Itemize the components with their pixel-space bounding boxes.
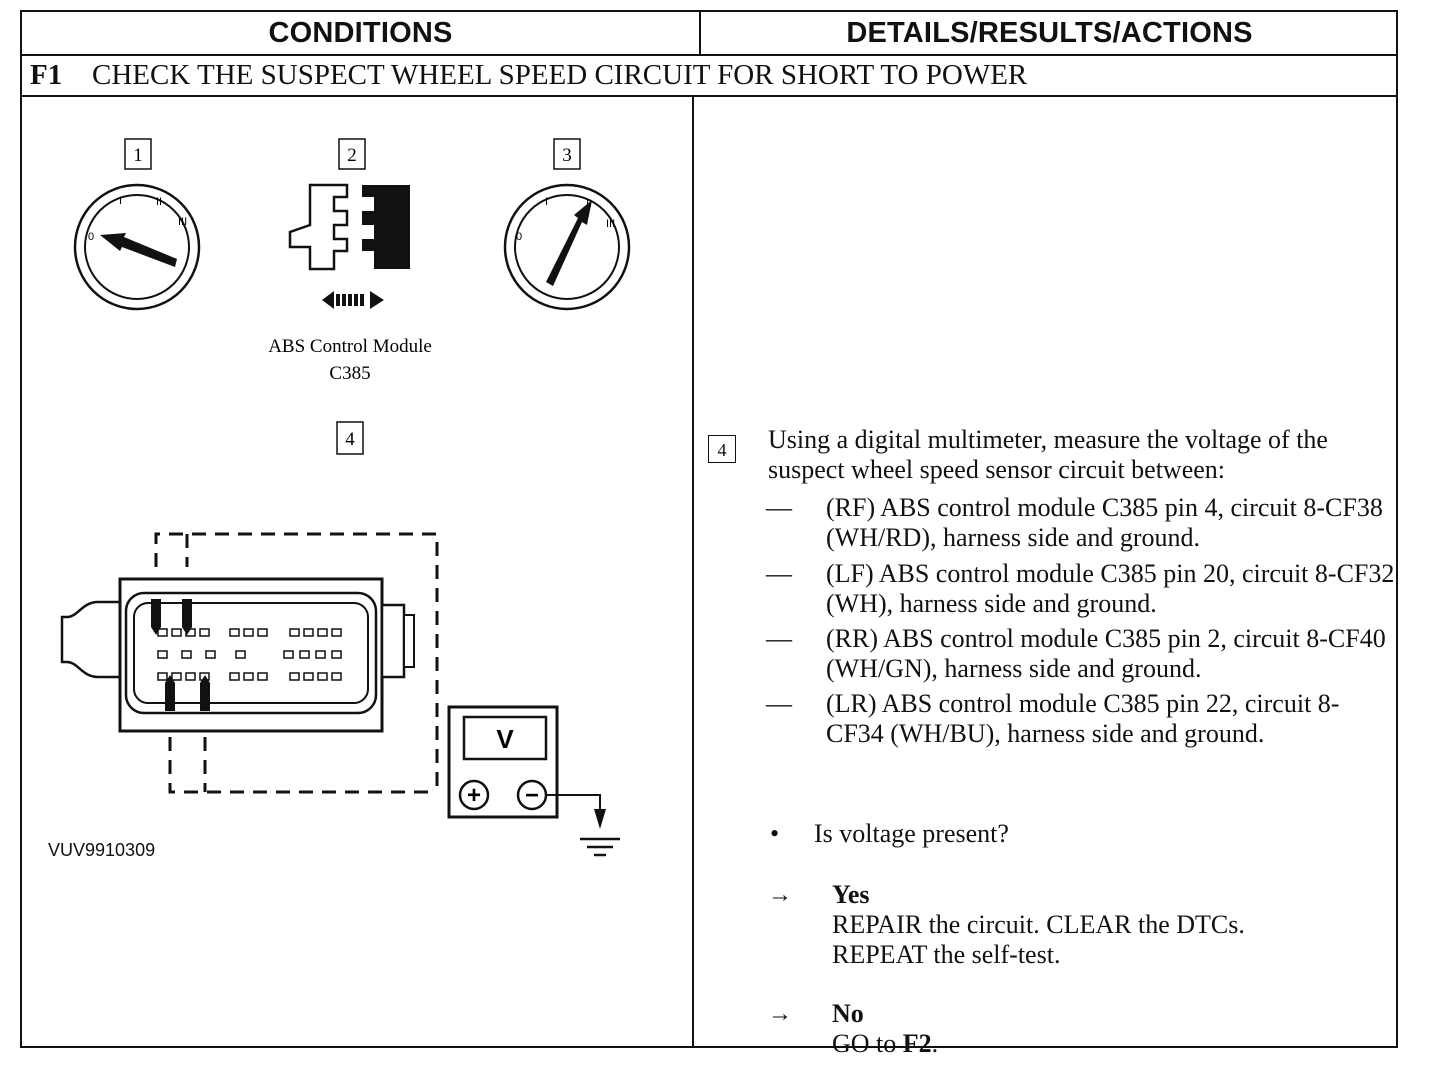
header-rule [22, 54, 1396, 56]
yes-label: Yes [832, 880, 870, 909]
conditions-header: CONDITIONS [268, 16, 453, 49]
connector-disconnect-icon [288, 183, 410, 309]
step-id: F1 [30, 59, 63, 91]
instruction-intro: Using a digital multimeter, measure the … [768, 425, 1328, 484]
step-box-1: 1 [124, 138, 152, 170]
svg-text:0: 0 [516, 231, 522, 243]
column-divider-top [699, 12, 701, 54]
svg-text:III: III [606, 218, 615, 230]
no-result: No GO to F2. [832, 999, 1392, 1059]
item-dash: — [766, 559, 792, 588]
dashed-wiring [154, 532, 439, 794]
item-dash: — [766, 624, 792, 653]
svg-text:I: I [119, 195, 122, 207]
svg-text:III: III [178, 216, 187, 228]
svg-text:0: 0 [88, 231, 94, 243]
yes-arrow: → [768, 882, 792, 908]
svg-text:I: I [545, 196, 548, 208]
diagnostic-table: CONDITIONS DETAILS/RESULTS/ACTIONS F1 CH… [20, 10, 1398, 1058]
module-caption-line1: ABS Control Module [268, 336, 432, 357]
svg-text:2: 2 [347, 145, 357, 166]
meter-label: V [496, 724, 514, 754]
svg-text:II: II [156, 196, 162, 208]
abs-connector-icon [60, 577, 415, 733]
column-divider [692, 97, 694, 1046]
step-title: CHECK THE SUSPECT WHEEL SPEED CIRCUIT FO… [92, 59, 1028, 91]
module-caption-line2: C385 [329, 363, 370, 384]
measure-item-lf: (LF) ABS control module C385 pin 20, cir… [826, 559, 1395, 618]
measure-item-rf: (RF) ABS control module C385 pin 4, circ… [826, 493, 1383, 552]
question-bullet: • [770, 819, 780, 848]
step-rule [22, 95, 1396, 97]
step-number-box: 4 [708, 435, 736, 463]
ignition-switch-on-icon: 0 I II III [503, 183, 631, 311]
meter-minus: − [525, 782, 539, 809]
step-box-4: 4 [336, 421, 364, 455]
measure-item-rr: (RR) ABS control module C385 pin 2, circ… [826, 624, 1386, 683]
svg-text:4: 4 [345, 429, 355, 450]
svg-text:3: 3 [562, 145, 572, 166]
no-action: GO to F2. [832, 1029, 939, 1058]
step-box-2: 2 [338, 138, 366, 170]
no-action-target-link[interactable]: F2 [902, 1029, 932, 1058]
question-text: Is voltage present? [814, 819, 1009, 848]
conditions-diagram: 1 2 3 4 0 I II III [22, 97, 692, 1047]
figure-id: VUV9910309 [48, 840, 156, 860]
meter-plus: + [467, 782, 481, 809]
ground-icon [580, 809, 620, 857]
no-arrow: → [768, 1001, 792, 1027]
item-dash: — [766, 493, 792, 522]
ignition-switch-off-icon: 0 I II III [73, 183, 201, 311]
step-row: F1 CHECK THE SUSPECT WHEEL SPEED CIRCUIT… [22, 56, 1396, 95]
yes-action-2: REPEAT the self-test. [832, 940, 1061, 969]
item-dash: — [766, 689, 792, 718]
yes-result: Yes REPAIR the circuit. CLEAR the DTCs. … [832, 880, 1392, 970]
yes-action-1: REPAIR the circuit. CLEAR the DTCs. [832, 910, 1245, 939]
details-column: 4 Using a digital multimeter, measure th… [702, 97, 1396, 1058]
no-label: No [832, 999, 864, 1028]
details-header: DETAILS/RESULTS/ACTIONS [846, 16, 1253, 49]
wiring-illustration: 1 2 3 4 0 I II III [60, 138, 631, 857]
multimeter-icon: V + − [447, 705, 559, 819]
step-box-3: 3 [553, 138, 581, 170]
svg-text:1: 1 [133, 145, 143, 166]
measure-item-lr: (LR) ABS control module C385 pin 22, cir… [826, 689, 1340, 748]
